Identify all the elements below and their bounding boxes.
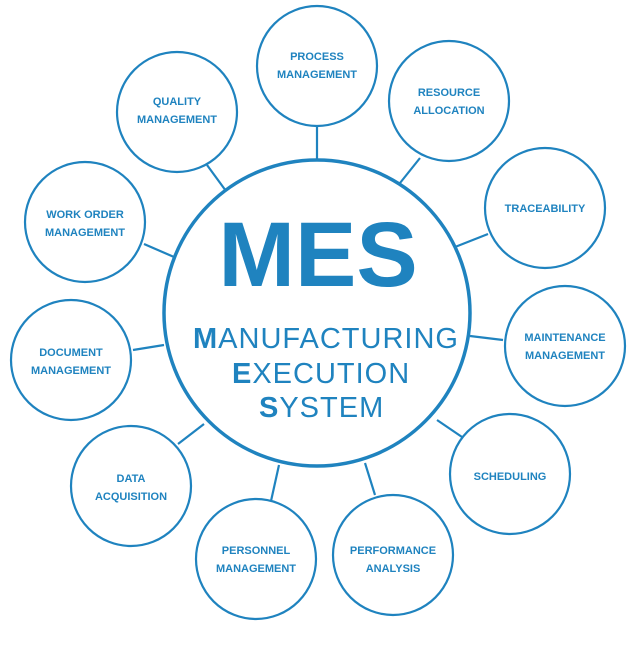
node-traceability: TRACEABILITY <box>483 146 607 270</box>
node-circle <box>23 160 147 284</box>
node-resource-allocation: RESOURCE ALLOCATION <box>387 39 511 163</box>
spoke-personnel-management <box>269 464 281 502</box>
hub-rest-system: YSTEM <box>279 392 384 424</box>
node-label-line: MANAGEMENT <box>216 563 296 575</box>
node-performance-analysis: PERFORMANCE ANALYSIS <box>331 493 455 617</box>
node-label-line: MAINTENANCE <box>524 332 605 344</box>
node-label-line: MANAGEMENT <box>277 69 357 81</box>
node-work-order-management: WORK ORDER MANAGEMENT <box>23 160 147 284</box>
spoke-traceability <box>454 232 489 249</box>
node-circle <box>69 424 193 548</box>
spoke-scheduling <box>436 419 463 438</box>
node-label-line: MANAGEMENT <box>525 350 605 362</box>
node-label-line: RESOURCE <box>418 87 480 99</box>
node-label-line: MANAGEMENT <box>45 227 125 239</box>
hub-acronym: MES <box>218 204 417 306</box>
node-label-line: WORK ORDER <box>46 209 124 221</box>
node-label-line: QUALITY <box>153 96 202 108</box>
node-circle <box>448 412 572 536</box>
spoke-maintenance-management <box>469 334 504 342</box>
node-personnel-management: PERSONNEL MANAGEMENT <box>194 497 318 621</box>
spoke-quality-management <box>206 164 227 192</box>
spoke-performance-analysis <box>363 462 377 496</box>
hub-circle <box>162 158 472 468</box>
node-label-line: MANAGEMENT <box>137 114 217 126</box>
hub-line-system: SYSTEM <box>259 392 384 424</box>
node-label-line: ALLOCATION <box>413 105 484 117</box>
spoke-work-order-management <box>143 242 175 259</box>
node-quality-management: QUALITY MANAGEMENT <box>115 50 239 174</box>
node-label-line: PERFORMANCE <box>350 545 436 557</box>
node-circle <box>503 284 627 408</box>
node-data-acquisition: DATA ACQUISITION <box>69 424 193 548</box>
node-scheduling: SCHEDULING <box>448 412 572 536</box>
node-label-line: PROCESS <box>290 51 344 63</box>
node-label-line: DATA <box>117 473 146 485</box>
hub-line-execution: EXECUTION <box>232 358 410 390</box>
node-circle <box>9 298 133 422</box>
hub-initial-e: E <box>232 358 252 390</box>
spoke-data-acquisition <box>177 423 205 445</box>
node-label-line: ACQUISITION <box>95 491 167 503</box>
node-label-line: SCHEDULING <box>474 471 547 483</box>
node-circle <box>331 493 455 617</box>
node-label-line: TRACEABILITY <box>505 203 586 215</box>
hub-line-manufacturing: MANUFACTURING <box>193 323 459 355</box>
node-circle <box>194 497 318 621</box>
node-document-management: DOCUMENT MANAGEMENT <box>9 298 133 422</box>
hub-rest-execution: XECUTION <box>252 358 410 390</box>
node-label-line: PERSONNEL <box>222 545 291 557</box>
node-label-line: MANAGEMENT <box>31 365 111 377</box>
node-process-management: PROCESS MANAGEMENT <box>255 4 379 128</box>
node-circle <box>387 39 511 163</box>
hub-initial-s: S <box>259 392 279 424</box>
spokes <box>132 127 504 502</box>
hub-initial-m: M <box>193 323 218 355</box>
spoke-resource-allocation <box>399 157 421 184</box>
hub-rest-manufacturing: ANUFACTURING <box>218 323 459 355</box>
node-label-line: ANALYSIS <box>366 563 421 575</box>
mes-hub: MES MANUFACTURING EXECUTION SYSTEM <box>162 158 472 468</box>
node-circle <box>483 146 607 270</box>
node-circle <box>115 50 239 174</box>
node-circle <box>255 4 379 128</box>
spoke-document-management <box>132 343 165 352</box>
node-maintenance-management: MAINTENANCE MANAGEMENT <box>503 284 627 408</box>
node-label-line: DOCUMENT <box>39 347 103 359</box>
